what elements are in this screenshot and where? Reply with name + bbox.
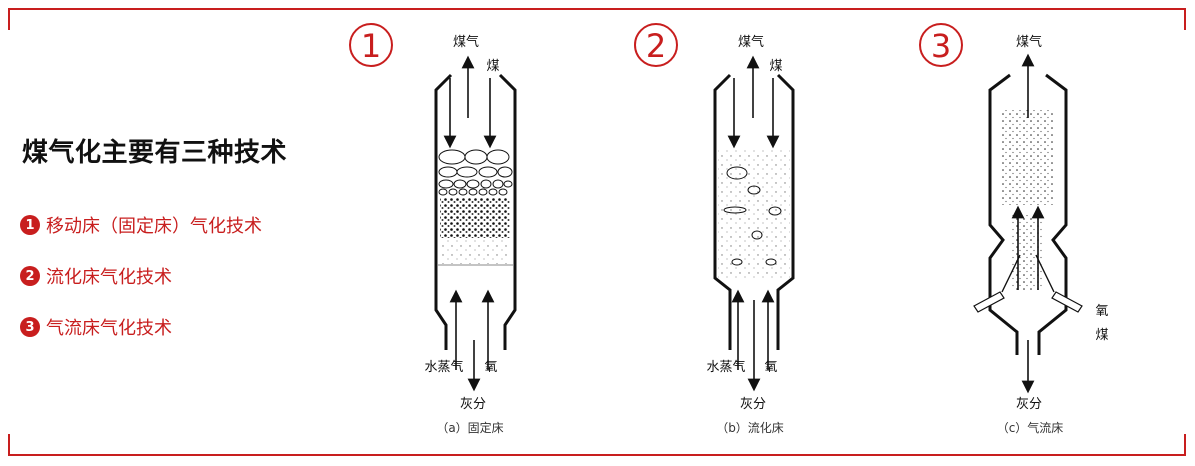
caption-fluidized-bed: （b）流化床 xyxy=(716,421,784,435)
frame-top-right-tick xyxy=(1184,8,1186,30)
diagram-badge-1: 1 xyxy=(361,27,381,65)
fixed-bed-vessel xyxy=(434,73,517,350)
frame-bottom-line xyxy=(8,454,1186,456)
label-coal-in: 煤 xyxy=(486,59,499,74)
list-item-entrained-flow: 3 气流床气化技术 xyxy=(20,314,172,340)
list-item-moving-bed: 1 移动床（固定床）气化技术 xyxy=(20,212,262,238)
list-item-label: 移动床（固定床）气化技术 xyxy=(46,216,262,237)
number-badge-3: 3 xyxy=(20,317,40,337)
entrained-flow-vessel xyxy=(988,73,1068,355)
fixed-bed-diagram: 1 xyxy=(349,23,517,435)
frame-bottom-left-tick xyxy=(8,434,10,456)
caption-fixed-bed: （a）固定床 xyxy=(436,420,503,435)
number-badge-1: 1 xyxy=(20,215,40,235)
label-gas-out: 煤气 xyxy=(453,34,479,50)
entrained-flow-diagram: 3 煤气 氧 煤 灰分 （c）气流床 xyxy=(919,23,1109,435)
fluidized-bed-diagram: 2 煤气 煤 水蒸气 氧 灰分 （b）流化床 xyxy=(634,23,795,435)
label-gas-out: 煤气 xyxy=(1016,34,1042,50)
number-badge-2: 2 xyxy=(20,266,40,286)
ash-zone xyxy=(440,238,510,264)
frame-top-line xyxy=(8,8,1186,10)
diagram-badge-3: 3 xyxy=(931,27,951,65)
list-item-label: 气流床气化技术 xyxy=(46,318,172,339)
label-oxygen: 氧 xyxy=(484,360,497,375)
feed-line xyxy=(1001,254,1021,293)
diagram-badge-2: 2 xyxy=(646,27,666,65)
list-item-label: 流化床气化技术 xyxy=(46,267,172,288)
side-nozzles xyxy=(973,291,1083,313)
bubbles xyxy=(723,166,782,266)
badge-circle-2 xyxy=(634,23,678,67)
badge-circle-3 xyxy=(919,23,963,67)
label-coal-in: 煤 xyxy=(769,59,782,74)
label-steam: 水蒸气 xyxy=(424,359,463,375)
fluidized-bed-vessel xyxy=(713,73,795,350)
slide-title: 煤气化主要有三种技术 xyxy=(22,138,288,168)
label-oxygen: 氧 xyxy=(1095,304,1108,319)
list-item-fluidized-bed: 2 流化床气化技术 xyxy=(20,263,172,289)
label-ash: 灰分 xyxy=(460,397,486,412)
reaction-zone xyxy=(1002,110,1054,205)
label-ash: 灰分 xyxy=(1016,397,1042,412)
caption-entrained-flow: （c）气流床 xyxy=(997,420,1064,435)
char-zone xyxy=(440,198,510,238)
label-steam: 水蒸气 xyxy=(706,359,745,375)
mixing-zone xyxy=(1012,215,1044,290)
frame-top-left-tick xyxy=(8,8,10,30)
label-coal: 煤 xyxy=(1095,328,1108,343)
frame-bottom-right-tick xyxy=(1184,434,1186,456)
label-oxygen: 氧 xyxy=(764,360,777,375)
slide-frame xyxy=(8,8,1186,456)
badge-circle-1 xyxy=(349,23,393,67)
label-ash: 灰分 xyxy=(740,397,766,412)
feed-line xyxy=(1035,254,1055,293)
label-gas-out: 煤气 xyxy=(738,34,764,50)
coal-lumps xyxy=(438,149,513,196)
